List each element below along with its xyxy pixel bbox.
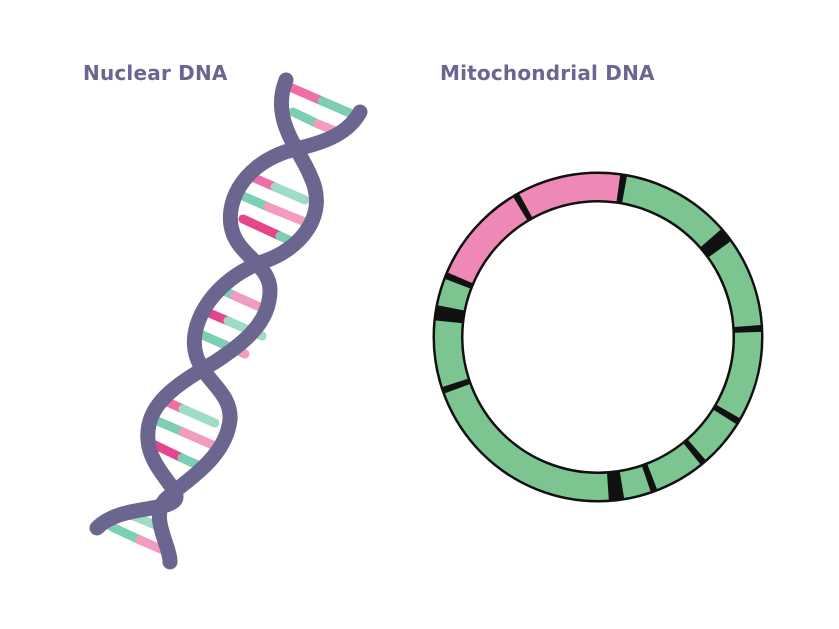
strand-b [89,104,368,536]
ring-segment-pink [519,174,621,217]
base-pairs [107,83,357,555]
ring-segment-green [716,331,761,419]
ring-segment-pink [448,197,528,284]
nuclear-dna-title: Nuclear DNA [83,61,228,85]
ring-segment-green [434,320,468,387]
ring-segment-green [647,443,701,489]
mitochondrial-dna-title: Mitochondrial DNA [440,61,655,85]
nuclear-dna-helix [89,72,368,570]
helix-strands [89,72,368,570]
ring-segment-green [445,384,609,500]
ring-segment-green [622,176,721,247]
ring-segment-green [438,279,470,311]
mitochondrial-dna-ring [432,171,764,503]
ring-segment-green [688,410,736,460]
ring-segment-green [709,241,761,327]
ring-segment-green [619,466,651,498]
